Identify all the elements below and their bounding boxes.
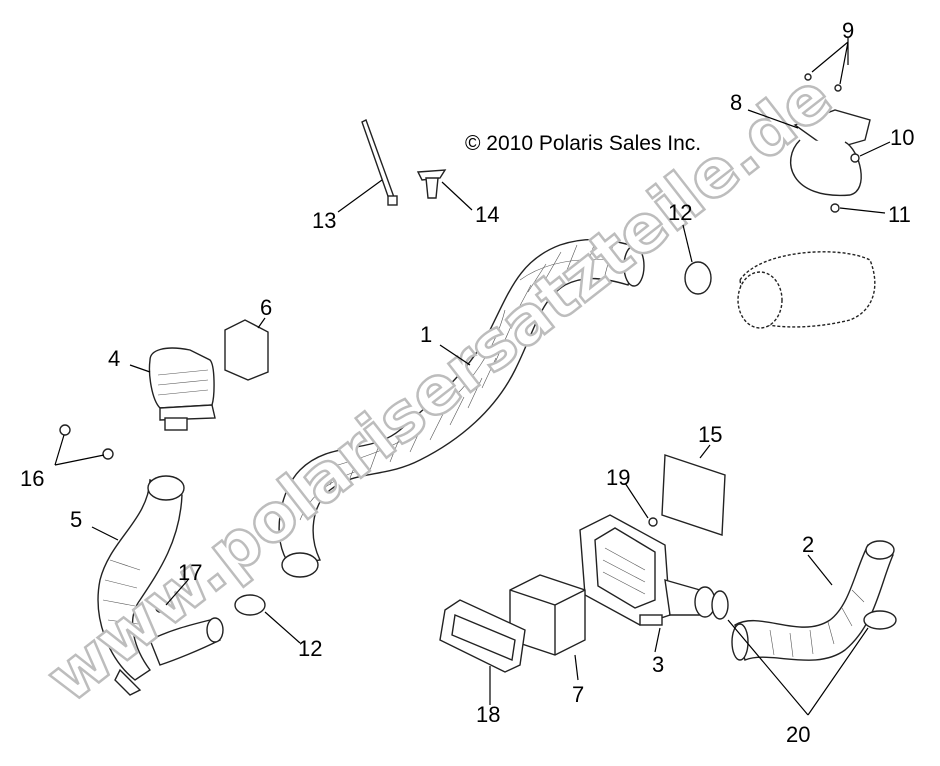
callout-6: 6 xyxy=(260,295,272,320)
part-12-clamp-upper xyxy=(684,261,712,295)
callout-15: 15 xyxy=(698,422,722,447)
part-1-intake-duct xyxy=(278,238,645,578)
part-13-cable-tie xyxy=(361,119,398,206)
callout-11: 11 xyxy=(888,202,911,227)
callout-17: 17 xyxy=(178,560,202,585)
callout-9: 9 xyxy=(842,18,854,43)
callout-12-upper: 12 xyxy=(668,200,692,225)
part-12-clamp-lower xyxy=(234,594,266,616)
callout-19: 19 xyxy=(606,465,630,490)
part-3-airbox xyxy=(579,514,716,626)
callout-4: 4 xyxy=(108,346,120,371)
callout-13: 13 xyxy=(312,208,336,233)
part-4-resonator xyxy=(148,347,216,431)
callout-14: 14 xyxy=(475,202,499,227)
callout-7: 7 xyxy=(572,682,584,707)
callout-12-lower: 12 xyxy=(298,636,322,661)
callout-8: 8 xyxy=(730,90,742,115)
air-filter-canister xyxy=(737,251,876,329)
part-8-bracket xyxy=(790,73,871,213)
callout-16: 16 xyxy=(20,466,44,491)
part-14-push-clip xyxy=(416,169,447,199)
part-5-inlet-elbow xyxy=(97,475,224,696)
part-18-frame xyxy=(439,599,526,673)
callout-2: 2 xyxy=(802,532,814,557)
part-2-outlet-hose xyxy=(731,540,895,661)
part-19-screw xyxy=(648,517,658,527)
callout-20: 20 xyxy=(786,722,810,747)
callout-labels: 1 2 3 4 5 6 7 8 9 10 11 12 12 13 14 15 1… xyxy=(20,18,914,747)
callout-1: 1 xyxy=(420,322,432,347)
callout-3: 3 xyxy=(652,652,664,677)
part-6-pad xyxy=(224,319,269,381)
part-20-clamps xyxy=(711,590,897,630)
part-17-fastener xyxy=(155,603,165,613)
callout-18: 18 xyxy=(476,702,500,727)
part-16-screws xyxy=(59,424,114,460)
part-15-sheet xyxy=(661,454,726,536)
callout-5: 5 xyxy=(70,507,82,532)
copyright-text: © 2010 Polaris Sales Inc. xyxy=(465,132,701,155)
callout-10: 10 xyxy=(890,125,914,150)
leader-lines xyxy=(54,38,891,716)
